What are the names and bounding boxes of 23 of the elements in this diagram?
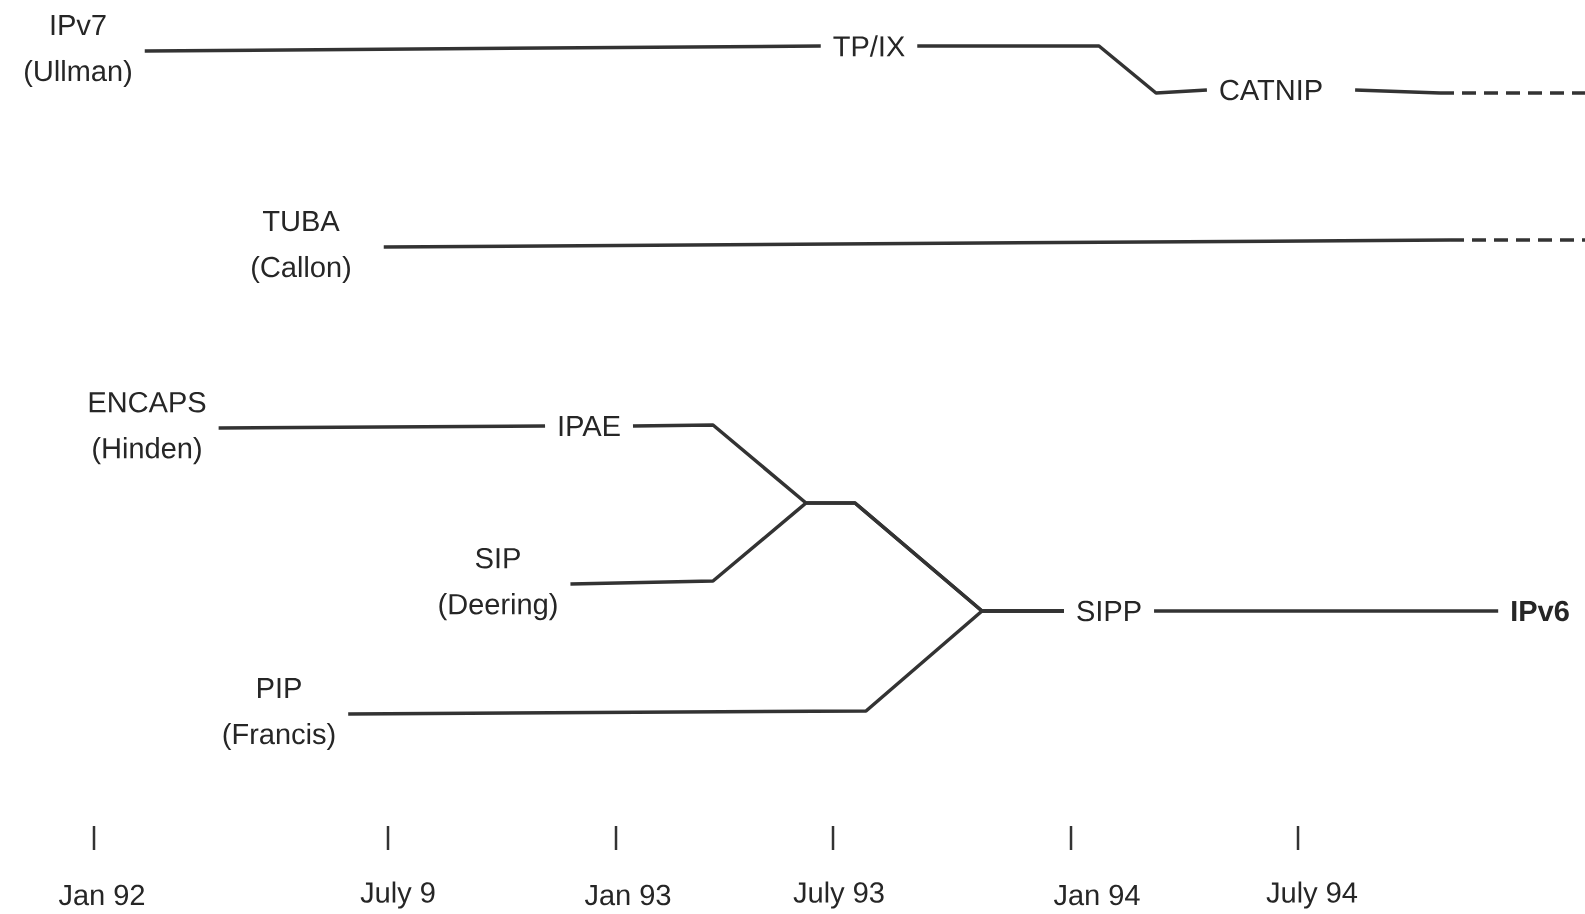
node-label: CATNIP [1220, 79, 1322, 101]
axis-label: Jan 93 [584, 884, 671, 906]
axis-label: July 94 [1266, 881, 1358, 909]
connector-line [144, 44, 821, 53]
axis-label: Jan 94 [1053, 884, 1140, 906]
axis-label: July 93 [793, 881, 884, 909]
node-label: IPAE [559, 416, 620, 436]
connector-line [218, 424, 546, 430]
axis-label: Jan 92 [58, 884, 145, 906]
node-label: SIPP [1077, 600, 1141, 622]
node-label: TUBA (Callon) [252, 211, 350, 283]
node-label: PIP (Francis) [223, 678, 335, 750]
node-label: IPv7 (Ullman) [25, 15, 131, 87]
node-label: ENCAPS (Hinden) [89, 391, 206, 465]
connector-line [1154, 609, 1499, 613]
node-label: IPv6 [1512, 600, 1569, 622]
connector-line [348, 609, 1064, 716]
node-label: TP/IX [833, 35, 905, 57]
axis-label: July 9 [360, 881, 435, 909]
node-label: SIP (Deering) [439, 547, 557, 621]
connector-line [383, 238, 1451, 249]
connector-line [1355, 88, 1441, 95]
connector-line [917, 44, 1208, 95]
